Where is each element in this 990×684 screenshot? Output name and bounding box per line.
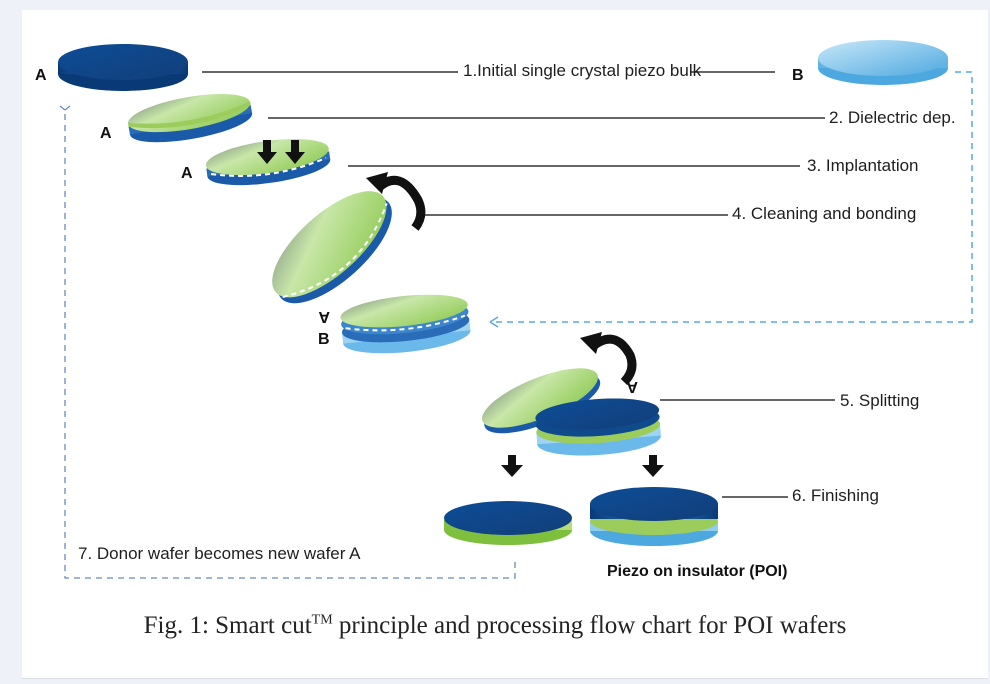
recycle-loop: [59, 71, 973, 579]
flipped-a-label-2: A: [626, 378, 638, 395]
flip-arrow-icon: [366, 172, 426, 231]
caption-prefix: Fig. 1: Smart cut: [143, 612, 312, 639]
wafer-a-initial: [58, 44, 188, 91]
wafer-bonding-flip: [272, 191, 392, 304]
wafer-dielectric: [127, 93, 253, 143]
split-top-part: [482, 368, 601, 434]
step-3-label: 3. Implantation: [807, 156, 919, 175]
wafer-b-label: B: [792, 67, 804, 84]
divider: [22, 678, 988, 679]
step-1-label: 1.Initial single crystal piezo bulk: [463, 61, 702, 80]
poi-wafer: [590, 487, 718, 546]
implant-arrows: [257, 140, 305, 164]
split-bottom-part: [535, 398, 661, 456]
poi-label: Piezo on insulator (POI): [607, 563, 787, 580]
step-7-label: 7. Donor wafer becomes new wafer A: [78, 544, 361, 563]
wafer-a-label-2: A: [100, 125, 112, 142]
smart-cut-diagram: A B A A B: [35, 40, 973, 580]
wafer-a-label: A: [35, 67, 47, 84]
step-2-label: 2. Dielectric dep.: [829, 108, 956, 127]
caption-tm: TM: [311, 612, 333, 628]
step-5-label: 5. Splitting: [840, 391, 919, 410]
wafer-a-label-3: A: [181, 165, 193, 182]
down-arrow-icon: [501, 455, 664, 477]
figure-caption: Fig. 1: Smart cutTM principle and proces…: [0, 612, 990, 640]
flipped-b-label: B: [318, 331, 330, 348]
step-6-label: 6. Finishing: [792, 486, 879, 505]
bonded-stack: [340, 294, 471, 354]
flipped-a-label: A: [318, 308, 330, 325]
leader-lines: [202, 71, 835, 498]
caption-suffix: principle and processing flow chart for …: [332, 612, 847, 639]
new-wafer-a: [444, 501, 572, 545]
step-4-label: 4. Cleaning and bonding: [732, 204, 916, 223]
flip-arrow-icon-2: [580, 332, 637, 386]
wafer-b-initial: [818, 40, 948, 85]
